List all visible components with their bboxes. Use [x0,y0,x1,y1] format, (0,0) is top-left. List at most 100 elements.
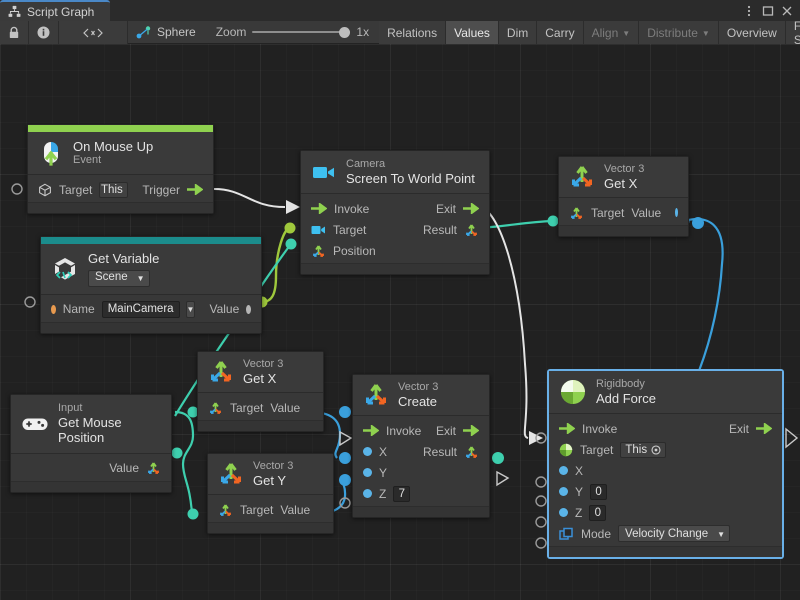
variable-name-dropdown-arrow[interactable]: ▼ [185,300,196,318]
invoke-flow-icon[interactable] [363,425,379,437]
name-port-dot[interactable] [51,304,56,314]
row-target-result: Target Result [301,219,489,240]
distribute-button[interactable]: Distribute ▼ [639,21,719,44]
invoke-label: Invoke [386,423,422,438]
vector3-port-icon[interactable] [569,206,584,220]
value-port-dot[interactable] [675,208,678,218]
enum-port-icon[interactable] [559,527,574,541]
gameobject-icon [38,183,52,197]
node-title: Create [398,393,438,409]
node-title: Get Variable [88,251,160,266]
x-port-dot[interactable] [559,466,568,476]
variable-scope-dropdown[interactable]: Scene ▼ [88,269,159,287]
node-rigidbody-add-force[interactable]: Rigidbody Add Force Invoke Exit [548,370,783,559]
fullscreen-button[interactable]: Full Screen [785,19,800,47]
zoom-knob[interactable] [339,27,351,38]
node-title-block: On Mouse Up Event [73,139,153,167]
lock-button[interactable] [0,21,29,44]
exit-label: Exit [435,423,456,438]
vector3-port-icon[interactable] [146,461,161,475]
align-button[interactable]: Align ▼ [583,21,640,44]
node-screen-to-world-point[interactable]: Camera Screen To World Point Invoke Exit [300,150,490,276]
node-vector3-create[interactable]: Vector 3 Create Invoke Exit [352,374,490,519]
row-target-value: Target Value [198,397,323,418]
zoom-value: 1x [356,25,370,39]
invoke-flow-icon[interactable] [559,423,575,435]
x-label: X [575,463,584,478]
node-title: Get Mouse Position [58,414,122,446]
row-target: Target This [549,439,782,460]
vector3-port-icon[interactable] [464,445,479,459]
relations-button[interactable]: Relations [379,21,447,44]
zoom-control[interactable]: Zoom 1x [206,21,379,43]
close-button[interactable] [777,1,796,20]
target-label: Target [333,222,367,237]
exit-label: Exit [728,421,749,436]
value-label: Value [280,502,311,517]
rigidbody-port-icon[interactable] [559,443,573,457]
node-vector3-get-y[interactable]: Vector 3 Get Y Target Value [207,453,334,535]
y-value-input[interactable]: 0 [590,483,608,500]
tab-script-graph[interactable]: Script Graph [0,0,110,21]
maximize-button[interactable] [758,1,777,20]
graph-canvas[interactable]: On Mouse Up Event Target This [0,44,800,600]
carry-button[interactable]: Carry [537,21,584,44]
node-get-variable[interactable]: Get Variable Scene ▼ Name MainCamera [40,236,262,334]
mode-dropdown[interactable]: Velocity Change ▼ [618,525,731,543]
graph-object-field[interactable]: Sphere [128,21,206,43]
exit-flow-icon[interactable] [463,203,479,215]
node-footer [559,225,688,237]
exit-flow-icon[interactable] [756,423,772,435]
node-title-block: Get Variable Scene ▼ [88,251,159,287]
y-port-dot[interactable] [363,468,372,478]
zoom-slider[interactable] [252,26,351,38]
node-vector3-get-x-top[interactable]: Vector 3 Get X Target Value [558,156,689,238]
node-footer [549,546,782,558]
x-port-dot[interactable] [363,447,372,457]
row-invoke-exit: Invoke Exit [353,420,489,441]
y-port-dot[interactable] [559,487,568,497]
values-button[interactable]: Values [446,21,499,44]
target-value-field[interactable]: This [620,441,667,458]
node-input-get-mouse-position[interactable]: Input Get Mouse Position Value [10,394,172,493]
target-picker-icon[interactable] [651,445,661,455]
row-x: X [549,460,782,481]
z-port-dot[interactable] [559,508,568,518]
vector3-port-icon[interactable] [464,223,479,237]
value-label: Value [209,302,240,317]
vector3-port-icon[interactable] [218,503,233,517]
more-options-button[interactable] [739,1,758,20]
node-footer [28,202,213,214]
value-port-dot[interactable] [246,304,251,314]
result-label: Result [422,444,457,459]
overview-button[interactable]: Overview [718,21,786,44]
value-label: Value [631,205,662,220]
z-value-input[interactable]: 0 [589,504,607,521]
trigger-flow-icon[interactable] [187,184,203,196]
chevron-down-icon: ▼ [136,274,145,284]
variable-name-input[interactable]: MainCamera [101,300,180,318]
node-on-mouse-up[interactable]: On Mouse Up Event Target This [27,124,214,215]
z-value-input[interactable]: 7 [393,485,411,502]
camera-port-icon[interactable] [311,224,326,236]
target-label: Target [240,502,274,517]
target-value-field[interactable]: This [99,181,129,198]
node-vector3-get-x-mid[interactable]: Vector 3 Get X Target Value [197,351,324,433]
node-body: Value [11,453,171,481]
exit-flow-icon[interactable] [463,425,479,437]
y-value: 0 [595,485,602,498]
node-subtitle: Event [73,154,102,167]
vector3-port-icon[interactable] [208,401,223,415]
node-body: Invoke Exit X Result [353,416,489,507]
tab-label: Script Graph [27,4,95,19]
node-header: Vector 3 Get X [198,352,323,394]
title-bar: Script Graph [0,0,800,21]
info-button[interactable] [29,21,59,44]
vector3-port-icon[interactable] [311,244,326,258]
z-port-dot[interactable] [363,489,372,499]
invoke-flow-icon[interactable] [311,203,327,215]
node-subtitle: Input [58,402,83,414]
mouse-up-event-icon [38,140,64,166]
code-view-button[interactable] [59,21,128,44]
dim-button[interactable]: Dim [498,21,538,44]
